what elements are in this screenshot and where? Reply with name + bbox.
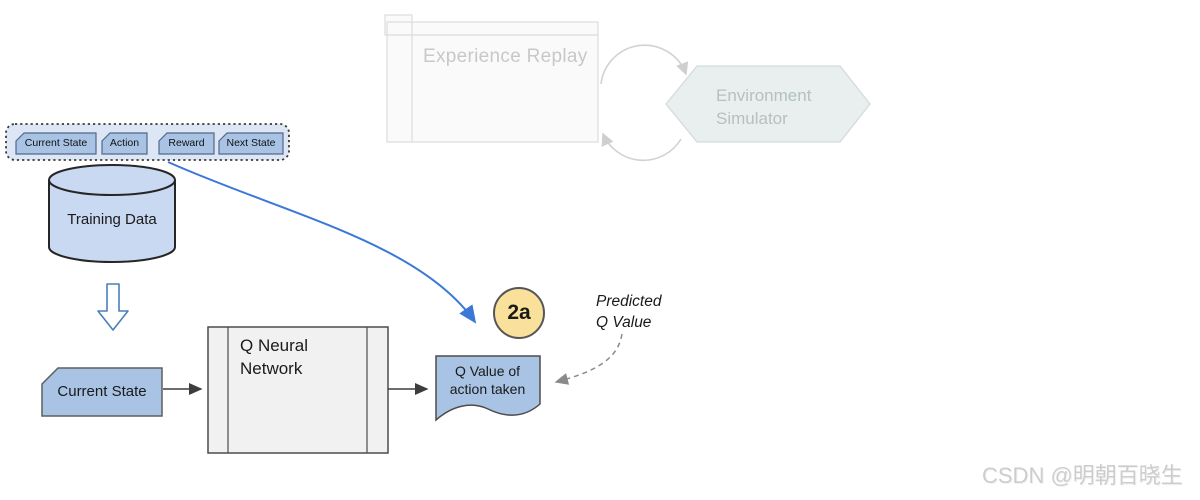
predicted-q-dashed-arrow [554, 333, 623, 385]
hollow-down-arrow [97, 283, 129, 331]
q-network-box [207, 326, 389, 454]
q-value-document [435, 355, 541, 422]
tuple-card-action [101, 132, 148, 155]
experience-replay-table [384, 14, 599, 143]
step-2a-badge-circle [493, 287, 545, 339]
current-state-card [41, 367, 163, 417]
tuple-card-reward [158, 132, 215, 155]
environment-simulator-hexagon [665, 65, 871, 143]
replay-tuple-cards [15, 132, 284, 155]
tuple-card-next-state [218, 132, 284, 155]
training-data-cylinder [48, 164, 176, 263]
cycle-arrows [600, 44, 689, 162]
tuple-to-qvalue-arrow [167, 161, 477, 324]
tuple-card-current-state [15, 132, 97, 155]
